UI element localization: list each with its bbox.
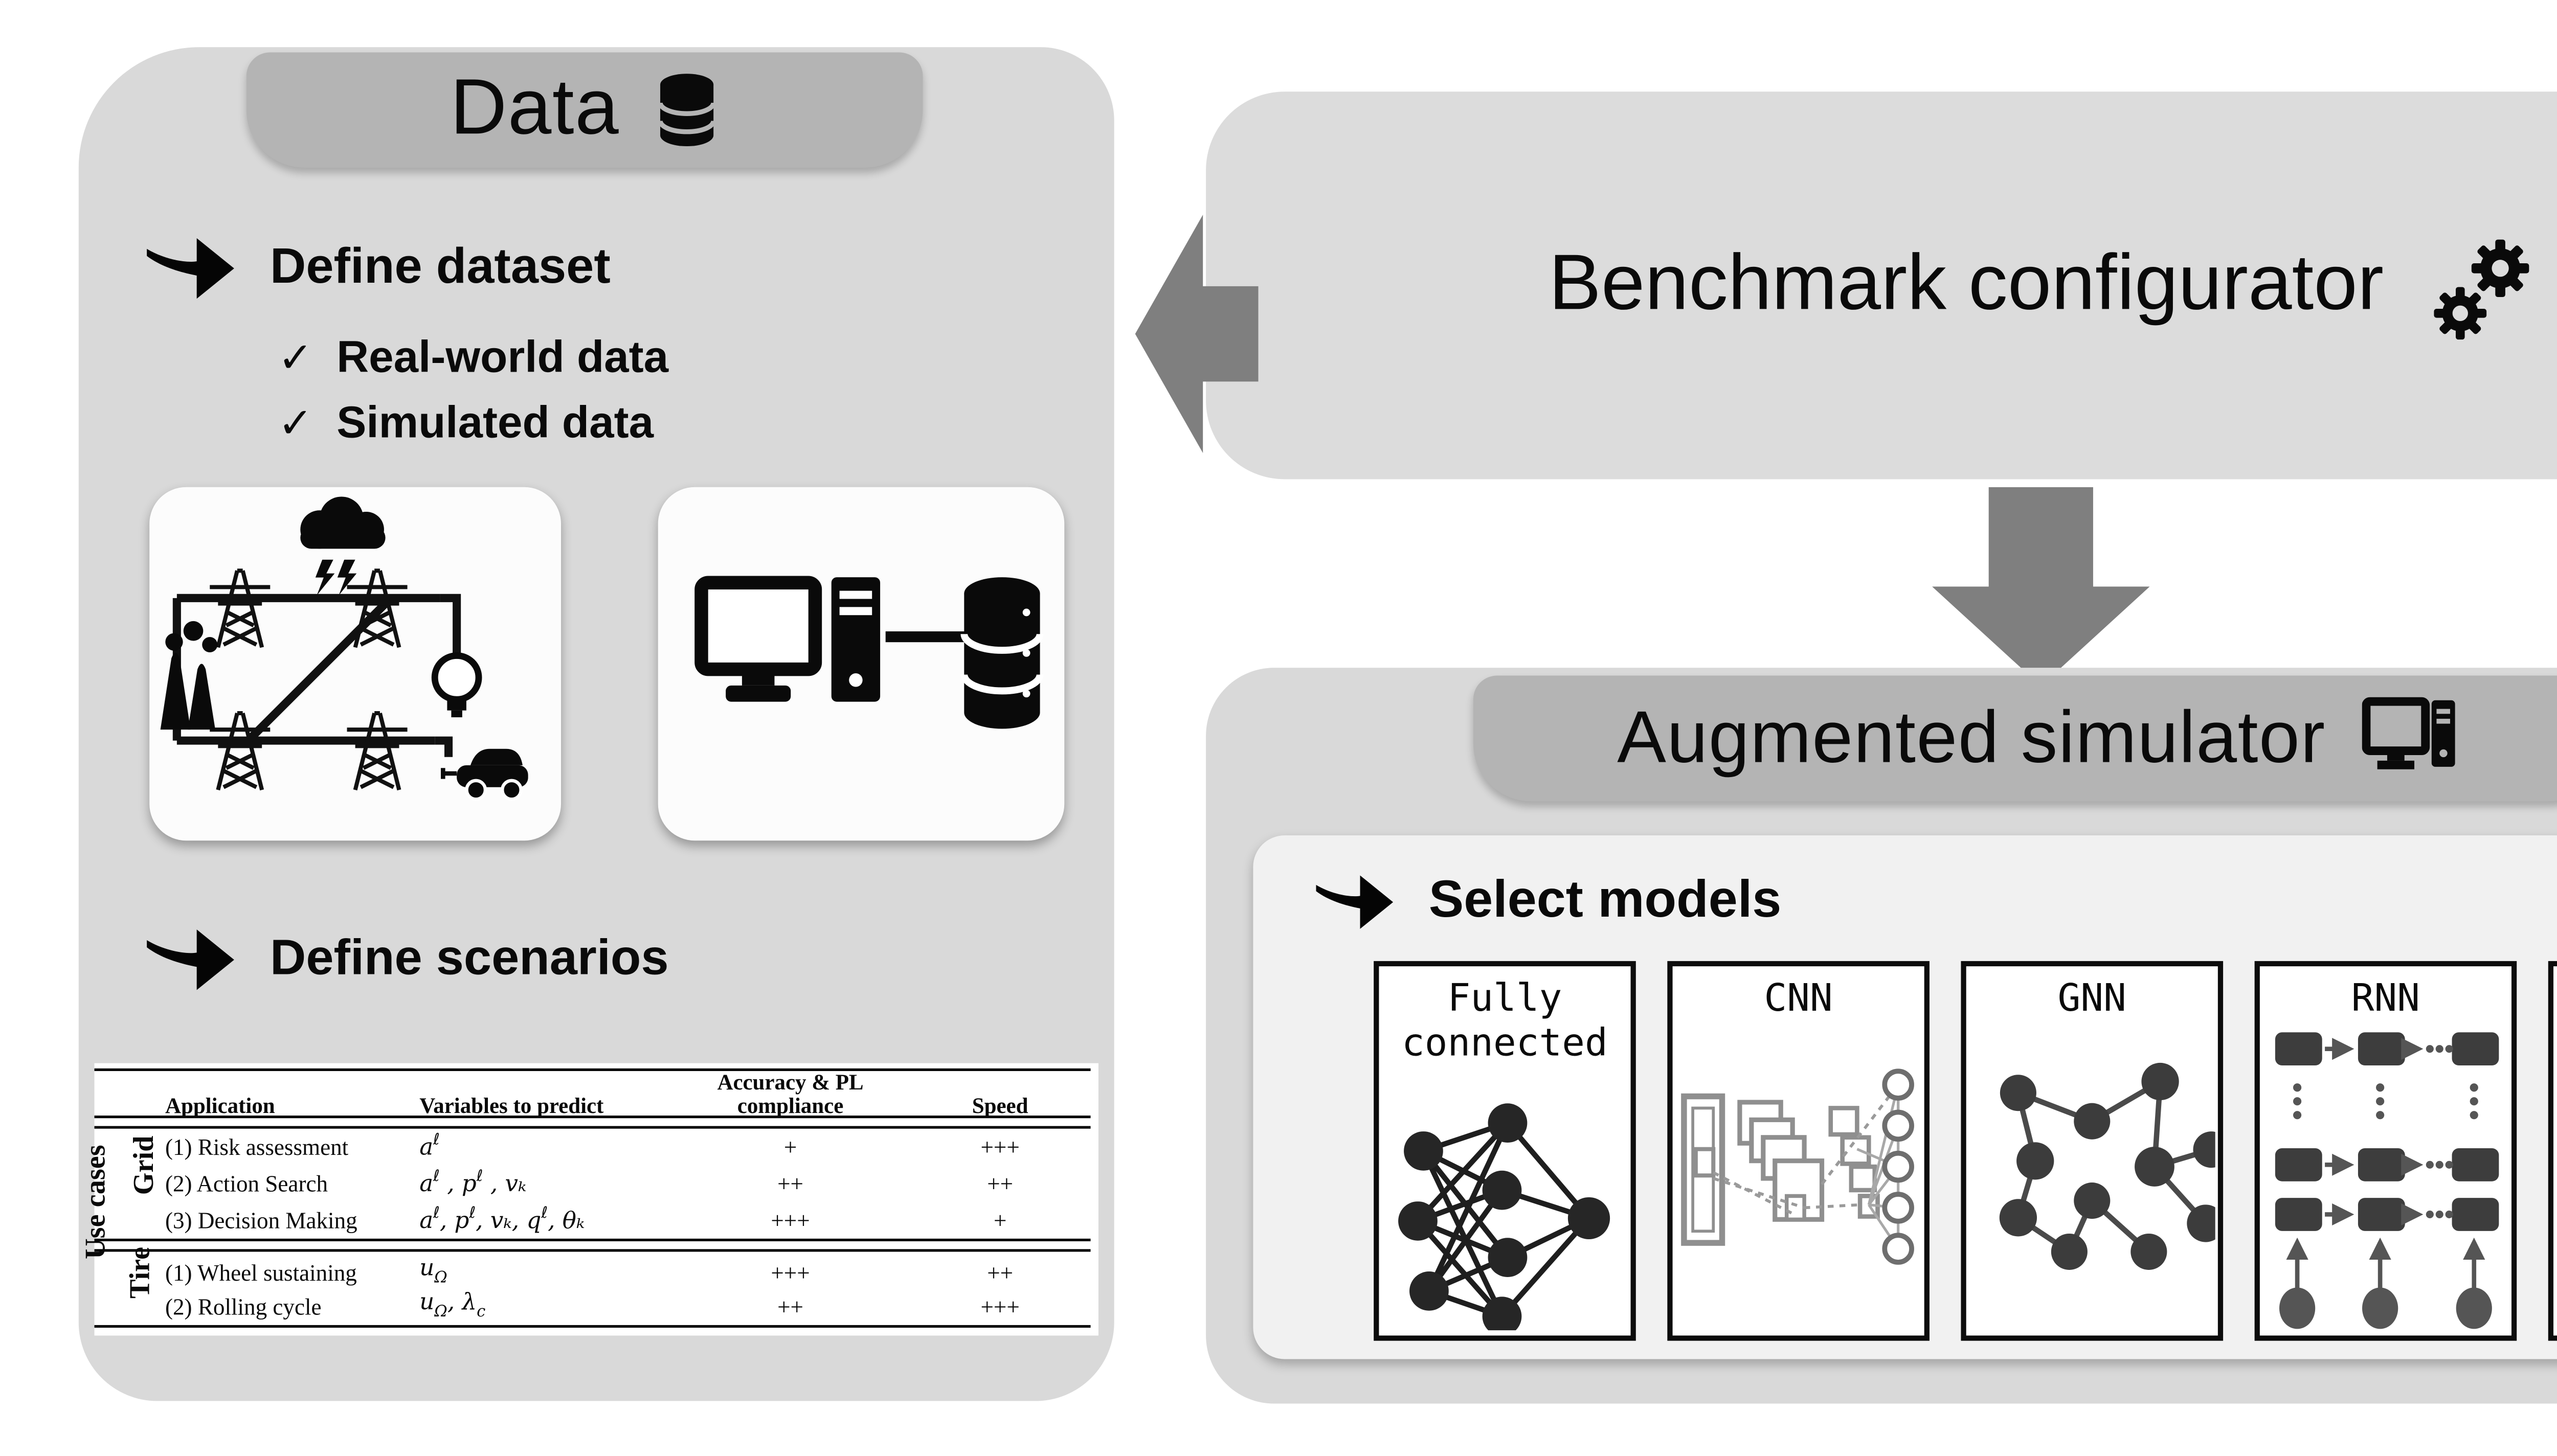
model-card-title: LeapNet [2553, 980, 2557, 1025]
rnn-graphic [2275, 1032, 2499, 1329]
model-card-title: CNN [1764, 979, 1833, 1021]
select-models-container: Select models Fully connected [1253, 835, 2557, 1359]
data-panel-header: Data [246, 52, 923, 168]
table-corner-label: Use cases [81, 1145, 113, 1260]
gears-icon [2434, 239, 2530, 340]
database-icon [960, 577, 1044, 729]
light-bulb-icon [431, 652, 482, 718]
computer-icon [2362, 697, 2456, 769]
electric-car-icon [441, 748, 528, 801]
dataset-checklist: ✓ Real-world data ✓ Simulated data [278, 325, 668, 456]
benchmark-configurator-title: Benchmark configurator [1549, 241, 2384, 328]
benchmark-configurator-box: Benchmark configurator [1206, 92, 2557, 480]
fully-connected-network-graphic [1398, 1103, 1610, 1331]
model-card-cnn: CNN [1667, 961, 1930, 1341]
table-group-label: Grid [129, 1135, 161, 1195]
power-grid-illustration [160, 496, 528, 801]
curved-arrow-icon [147, 929, 234, 990]
define-scenarios-section: Define scenarios [147, 922, 669, 998]
curved-arrow-icon [1316, 875, 1394, 929]
checklist-item: ✓ Real-world data [278, 325, 668, 390]
define-dataset-section: Define dataset [147, 231, 611, 307]
model-card-title: RNN [2351, 979, 2420, 1021]
curved-arrow-icon [147, 238, 234, 299]
check-icon: ✓ [278, 332, 313, 382]
data-panel-title: Data [450, 65, 620, 152]
model-card-title: GNN [2057, 979, 2126, 1021]
checklist-item-label: Simulated data [337, 398, 654, 448]
database-icon [658, 74, 717, 147]
select-models-label: Select models [1428, 872, 1782, 930]
model-card-leapnet: LeapNet τ = (0,0,0) [2548, 961, 2557, 1341]
gnn-graphic [1999, 1062, 2215, 1270]
checklist-item: ✓ Simulated data [278, 390, 668, 456]
model-card-rnn: RNN [2254, 961, 2517, 1341]
table-group-label: Tire [125, 1246, 157, 1299]
check-icon: ✓ [278, 398, 313, 448]
define-scenarios-label: Define scenarios [270, 930, 669, 986]
simulated-data-image-card [658, 487, 1065, 841]
augmented-simulator-panel: Augmented simulator Select models Fully … [1206, 668, 2557, 1404]
arrow-to-simulator-panel [1932, 487, 2150, 687]
cnn-graphic [1681, 1068, 1914, 1265]
power-plant-icon [160, 621, 218, 730]
simulator-title: Augmented simulator [1617, 696, 2326, 778]
power-grid-image-card [149, 487, 562, 841]
model-card-gnn: GNN [1961, 961, 2224, 1341]
data-panel: Data Define dataset ✓ Real-world data ✓ … [78, 47, 1114, 1401]
define-dataset-label: Define dataset [270, 239, 611, 295]
select-models-section: Select models [1316, 870, 1781, 935]
computer-database-illustration [694, 576, 1044, 729]
simulator-header: Augmented simulator [1473, 675, 2557, 802]
model-card-title: Fully connected [1402, 979, 1608, 1066]
model-card-fully-connected: Fully connected [1374, 961, 1636, 1341]
checklist-item-label: Real-world data [337, 332, 669, 382]
